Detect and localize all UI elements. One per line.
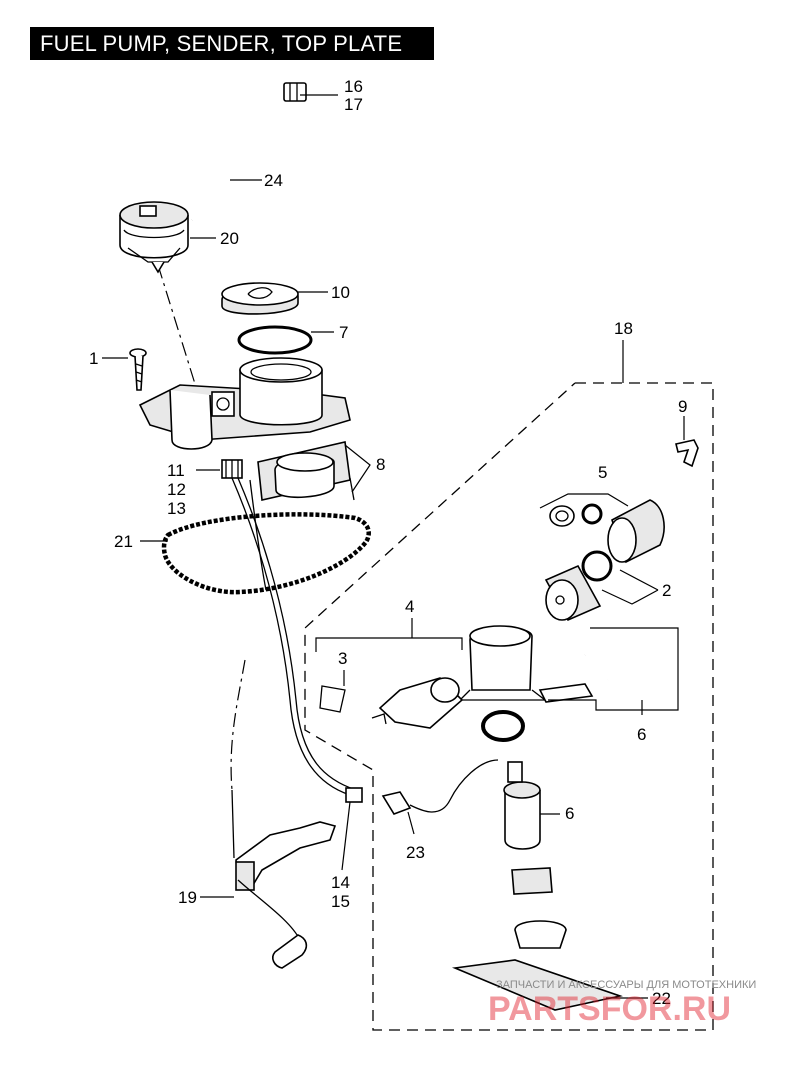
pump-strainer-22	[451, 920, 623, 1011]
callout-13: 13	[167, 499, 186, 518]
callout-16: 16	[344, 77, 363, 96]
callout-23: 23	[406, 843, 425, 862]
screw-1	[129, 348, 147, 391]
fuel-gauge-sender	[119, 201, 189, 274]
callout-18: 18	[614, 319, 633, 338]
sender-wires	[231, 477, 357, 796]
gasket-21	[161, 512, 371, 595]
sender-wire-harness	[191, 82, 307, 221]
o-ring-2	[581, 550, 613, 582]
fuel-filter	[544, 564, 602, 622]
watermark-caption: ЗАПЧАСТИ И АКСЕССУАРЫ ДЛЯ МОТОТЕХНИКИ	[496, 979, 756, 991]
callouts: 16 17 24 20 10 7 18 1 9 8 11 12 13 5 21 …	[89, 77, 687, 1008]
connector-11-13	[221, 459, 243, 479]
centerline-sender	[157, 264, 201, 401]
callout-14: 14	[331, 873, 350, 892]
callout-7: 7	[339, 323, 348, 342]
o-ring-7	[237, 325, 313, 355]
callout-19: 19	[178, 888, 197, 907]
callout-8: 8	[376, 455, 385, 474]
callout-21: 21	[114, 532, 133, 551]
callout-6-fuel-pump: 6	[565, 804, 574, 823]
pump-harness-23	[381, 791, 412, 815]
pump-retainer	[511, 867, 553, 895]
fuel-pump-6	[409, 759, 541, 850]
pump-holder-3	[319, 677, 464, 729]
retaining-clip-9	[675, 439, 699, 468]
callout-15: 15	[331, 892, 350, 911]
fuel-line-6	[538, 635, 667, 703]
callout-5: 5	[598, 463, 607, 482]
callout-17: 17	[344, 95, 363, 114]
check-valve-5	[549, 503, 603, 527]
regulator-bracket-4	[458, 625, 547, 701]
leader-lines	[102, 94, 685, 999]
callout-12: 12	[167, 480, 186, 499]
diagram-title: FUEL PUMP, SENDER, TOP PLATE	[30, 27, 434, 60]
ring-flange-8	[257, 441, 355, 501]
callout-24: 24	[264, 171, 283, 190]
watermark-brand: PARTSFOR.RU	[488, 990, 731, 1028]
centerline-sender-rod	[230, 659, 246, 791]
callout-6-fuel-line: 6	[637, 725, 646, 744]
lock-ring	[481, 710, 525, 742]
callout-22: 22	[652, 989, 671, 1008]
fuel-level-sender-19	[231, 789, 337, 969]
callout-1: 1	[89, 349, 98, 368]
top-cap-plate	[221, 282, 299, 315]
connector-14-15	[345, 787, 363, 803]
callout-4: 4	[405, 597, 414, 616]
callout-20: 20	[220, 229, 239, 248]
top-plate-assembly	[138, 357, 351, 450]
assembly-18-dashed-outline	[304, 382, 714, 1031]
filter-housing	[607, 499, 665, 564]
callout-3: 3	[338, 649, 347, 668]
callout-9: 9	[678, 397, 687, 416]
callout-2: 2	[662, 581, 671, 600]
callout-11: 11	[167, 461, 185, 480]
callout-10: 10	[331, 283, 350, 302]
